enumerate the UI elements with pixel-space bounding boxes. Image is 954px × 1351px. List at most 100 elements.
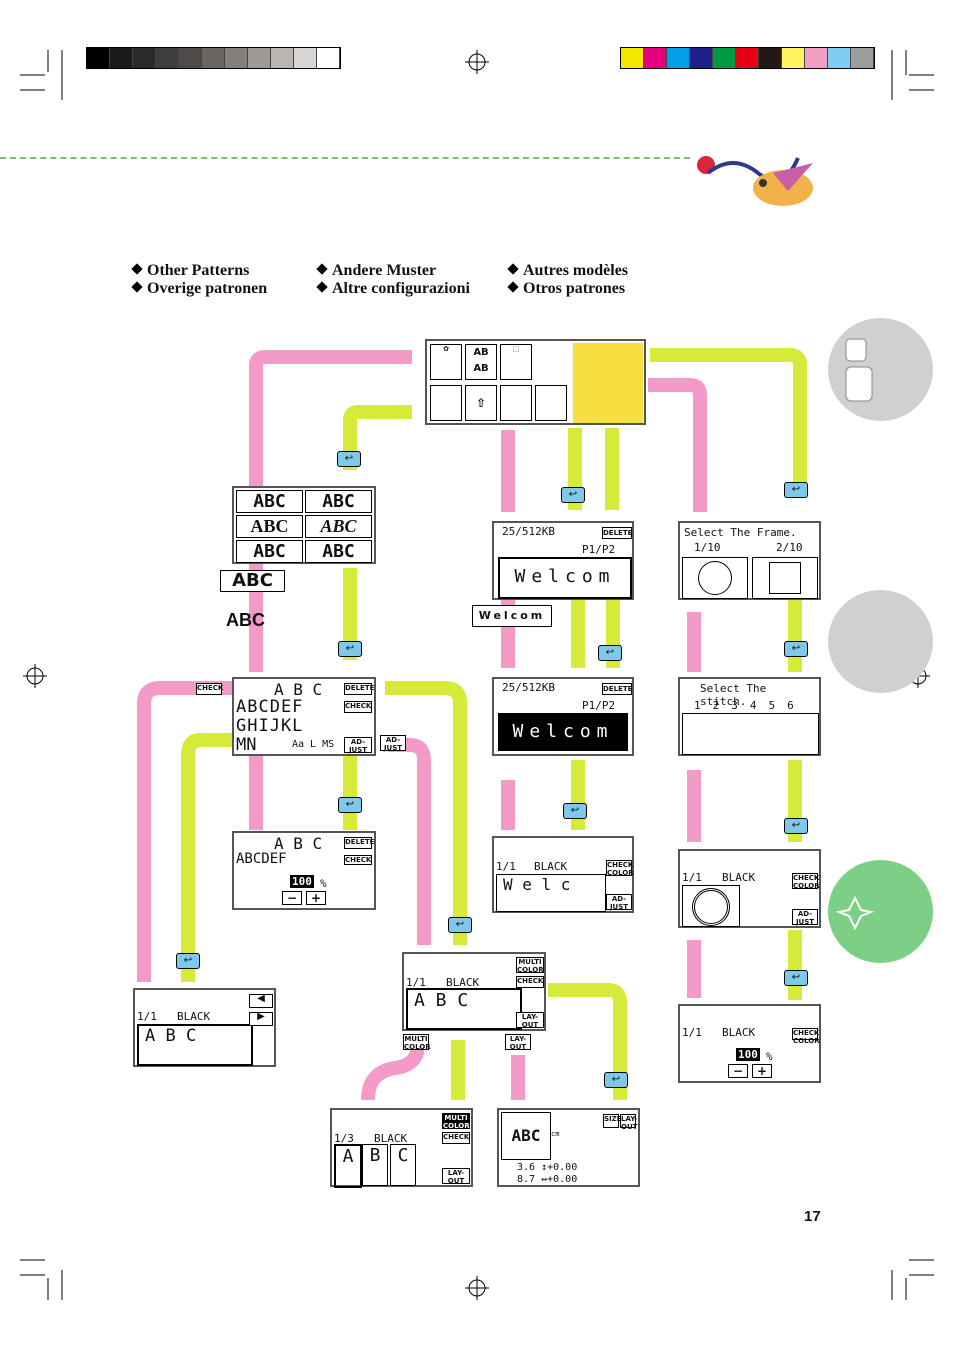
legend-otros-patrones: Otros patrones (523, 280, 626, 297)
check-button[interactable]: CHECK (344, 855, 372, 865)
check-button[interactable]: CHECK (442, 1132, 470, 1144)
next-button[interactable]: ▶ (249, 1012, 273, 1026)
font-select-screen: ABC ABC ABC ABC ABC ABC (232, 486, 376, 564)
memory-text-selected[interactable]: Welcom (498, 713, 628, 751)
page-indicator: P1/P2 (582, 699, 616, 712)
color-swatch-10 (828, 48, 851, 68)
frame-button[interactable]: ⬚ (500, 344, 532, 380)
circle-frame[interactable] (682, 557, 748, 599)
font-6[interactable]: ABC (305, 540, 372, 563)
color-swatch-6 (736, 48, 759, 68)
font-3[interactable]: ABC (236, 515, 303, 538)
layout-button[interactable]: LAY-OUT (516, 1012, 544, 1029)
back-button[interactable]: ↩ (561, 487, 585, 503)
flower-pattern-button[interactable]: ✿ (430, 344, 462, 380)
multi-color-button[interactable]: MULTI COLOR (516, 957, 544, 974)
char-row-3[interactable]: MN (236, 735, 257, 755)
abc-font-callout[interactable]: ABC (220, 570, 285, 592)
color-swatch-5 (713, 48, 736, 68)
font-5[interactable]: ABC (236, 540, 303, 563)
back-button[interactable]: ↩ (448, 917, 472, 933)
legend-andere-muster: Andere Muster (332, 262, 437, 279)
delete-button[interactable]: DELETE (344, 837, 374, 849)
side-tab-thread[interactable] (828, 318, 933, 421)
upload-button[interactable]: ⇧ (465, 385, 497, 421)
memory-capacity: 25/512KB (502, 681, 555, 694)
prev-button[interactable]: ◀ (249, 994, 273, 1008)
color-bar (620, 47, 875, 69)
size-button[interactable]: SIZE (603, 1114, 622, 1128)
check-callout[interactable]: CHECK (196, 683, 223, 695)
frame-size-screen: 1/1 BLACK CHECK COLOR 100 % − + (678, 1004, 821, 1083)
multi-color-callout[interactable]: MULTI COLOR (403, 1034, 431, 1051)
frame-page-2: 2/10 (776, 541, 803, 554)
abc-letters-callout[interactable]: ABC (226, 610, 265, 630)
minus-button[interactable]: − (728, 1064, 748, 1078)
color-swatch-9 (805, 48, 828, 68)
check-color-button[interactable]: CHECK COLOR (792, 1028, 820, 1045)
check-button[interactable]: CHECK (344, 701, 372, 713)
delete-button[interactable]: DELETE (602, 527, 633, 539)
back-button[interactable]: ↩ (598, 645, 622, 661)
font-4[interactable]: ABC (305, 515, 372, 538)
abc-check-screen: 1/1 BLACK A B C ◀ ▶ (133, 988, 276, 1067)
char-row-1[interactable]: ABCDEF (236, 697, 304, 717)
layout-button[interactable]: LAY-OUT (620, 1114, 638, 1131)
welcom-callout[interactable]: Welcom (472, 605, 552, 627)
layout-callout[interactable]: LAY-OUT (505, 1034, 531, 1051)
back-button[interactable]: ↩ (784, 818, 808, 834)
back-button[interactable]: ↩ (338, 641, 362, 657)
char-modes[interactable]: Aa L MS (292, 739, 335, 750)
font-1[interactable]: ABC (236, 490, 303, 513)
side-tab-stitch[interactable] (828, 590, 933, 693)
memory-button[interactable] (430, 385, 462, 421)
stitch-title: Select The stitch. (700, 682, 767, 708)
plus-button[interactable]: + (306, 891, 326, 905)
back-button[interactable]: ↩ (604, 1072, 628, 1088)
memory-screen-1: 25/512KB DELETE P1/P2 Welcom (492, 521, 634, 600)
legend-altre-configurazioni: Altre configurazioni (332, 280, 470, 297)
check-button[interactable]: CHECK (516, 976, 544, 988)
card-button[interactable] (535, 385, 567, 421)
check-color-button[interactable]: CHECK COLOR (606, 860, 634, 877)
flower-icon (835, 895, 875, 931)
delete-button[interactable]: DELETE (344, 683, 374, 695)
legend-col1: Other Patterns Overige patronen (131, 262, 267, 298)
cross-stitch-bird-illustration (697, 156, 813, 206)
back-button[interactable]: ↩ (784, 482, 808, 498)
memory-text[interactable]: Welcom (498, 557, 632, 599)
spool-icon (845, 338, 873, 402)
back-button[interactable]: ↩ (176, 953, 200, 969)
plus-button[interactable]: + (752, 1064, 772, 1078)
adjust-button[interactable]: AD-JUST (792, 909, 818, 926)
adjust-callout[interactable]: AD-JUST (380, 735, 406, 752)
adjust-button[interactable]: AD-JUST (606, 894, 632, 911)
legend-other-patterns: Other Patterns (147, 262, 250, 279)
minus-button[interactable]: − (282, 891, 302, 905)
delete-button[interactable]: DELETE (602, 683, 633, 695)
abc-embroider-screen: 1/1 BLACK A B C MULTI COLOR CHECK LAY-OU… (402, 952, 546, 1031)
frame-embroider-screen: 1/1 BLACK CHECK COLOR AD-JUST (678, 849, 821, 928)
back-button[interactable]: ↩ (563, 803, 587, 819)
back-button[interactable]: ↩ (784, 970, 808, 986)
layout-button[interactable]: LAY-OUT (442, 1168, 470, 1185)
multi-color-button[interactable]: MULTI COLOR (442, 1113, 470, 1130)
color-swatch-1 (621, 48, 644, 68)
back-button[interactable]: ↩ (337, 451, 361, 467)
adjust-button[interactable]: AD-JUST (344, 737, 372, 754)
check-color-button[interactable]: CHECK COLOR (792, 873, 820, 890)
usb-button[interactable] (500, 385, 532, 421)
back-button[interactable]: ↩ (338, 797, 362, 813)
frame-select-screen: Select The Frame. 1/10 2/10 (678, 521, 821, 600)
gray-color-bar (86, 47, 341, 69)
back-button[interactable]: ↩ (784, 641, 808, 657)
font-2[interactable]: ABC (305, 490, 372, 513)
char-row-2[interactable]: GHIJKL (236, 716, 304, 736)
square-frame[interactable] (752, 557, 818, 599)
gray-swatch-6 (202, 48, 225, 68)
welc-embroider-screen: 1/1 BLACK W e l c CHECK COLOR AD-JUST (492, 836, 634, 913)
